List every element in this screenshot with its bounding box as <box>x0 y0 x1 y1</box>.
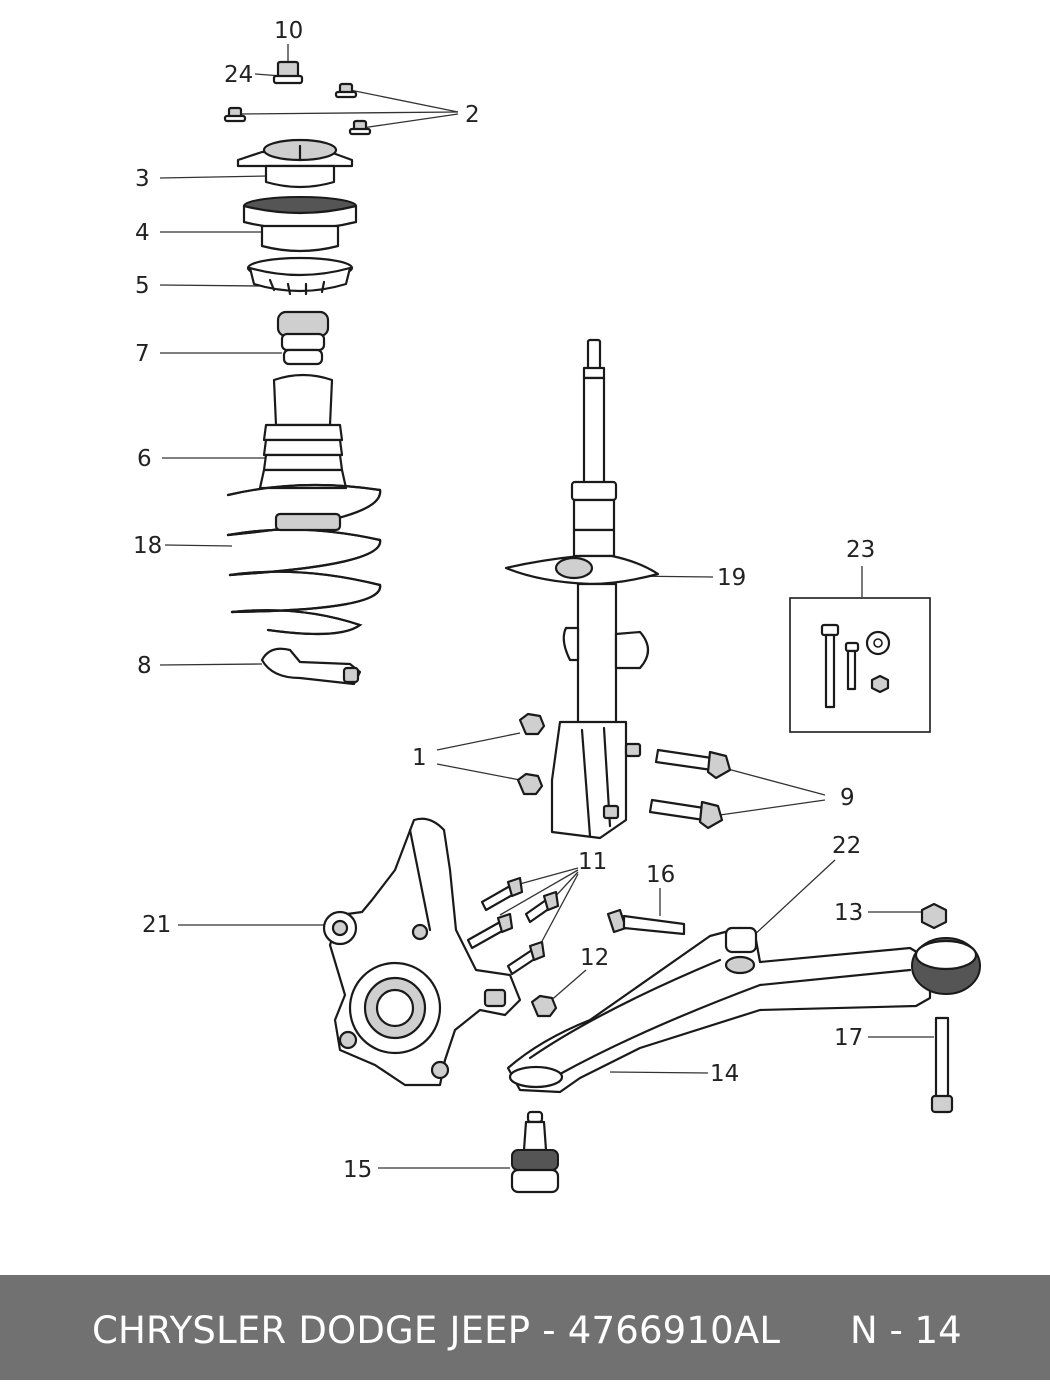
callout-18: 18 <box>133 533 162 559</box>
part-2-nuts <box>223 82 372 136</box>
callout-19: 19 <box>717 565 746 591</box>
callout-4: 4 <box>135 220 150 246</box>
callout-3: 3 <box>135 166 150 192</box>
callout-labels: 10 24 2 3 4 5 7 6 18 8 19 23 1 9 22 11 1… <box>133 18 875 1183</box>
part-13-nut <box>920 902 948 930</box>
callout-8: 8 <box>137 653 152 679</box>
callout-7: 7 <box>135 341 150 367</box>
part-23-hardware-kit <box>789 597 931 733</box>
callout-15: 15 <box>343 1157 372 1183</box>
part-8-lower-isolator <box>260 647 362 686</box>
part-19-strut-assembly <box>504 338 660 840</box>
callout-16: 16 <box>646 862 675 888</box>
footer-bar: CHRYSLER DODGE JEEP - 4766910AL N - 14 <box>0 1275 1050 1380</box>
part-4-spring-seat <box>242 196 358 253</box>
part-17-bolt <box>930 1016 954 1114</box>
part-16-bolt <box>606 908 686 936</box>
part-9-bolts <box>648 748 732 830</box>
callout-23: 23 <box>846 537 875 563</box>
part-5-isolator <box>246 256 354 296</box>
callout-21: 21 <box>142 912 171 938</box>
callout-6: 6 <box>137 446 152 472</box>
part-21-steering-knuckle <box>322 817 522 1087</box>
callout-12: 12 <box>580 945 609 971</box>
callout-2: 2 <box>465 102 480 128</box>
part-24-top-nut <box>272 60 304 85</box>
part-1-nuts <box>516 712 546 796</box>
callout-24: 24 <box>224 62 253 88</box>
callout-9: 9 <box>840 785 855 811</box>
front-suspension-diagram: 10 24 2 3 4 5 7 6 18 8 19 23 1 9 22 11 1… <box>133 18 981 1194</box>
callout-22: 22 <box>832 833 861 859</box>
part-12-nut <box>530 994 558 1018</box>
leader-lines <box>159 44 934 1169</box>
callout-11: 11 <box>578 849 607 875</box>
callout-1: 1 <box>412 745 427 771</box>
callout-17: 17 <box>834 1025 863 1051</box>
part-7-jounce-bumper <box>276 310 330 366</box>
callout-10: 10 <box>274 18 303 44</box>
part-6-dust-boot <box>258 373 348 490</box>
footer-title: CHRYSLER DODGE JEEP - 4766910AL <box>92 1309 781 1352</box>
callout-13: 13 <box>834 900 863 926</box>
part-11-bolts <box>466 876 560 976</box>
part-14-lower-control-arm <box>506 926 981 1094</box>
part-18-coil-spring <box>226 483 382 636</box>
footer-page-number: N - 14 <box>850 1309 962 1352</box>
callout-5: 5 <box>135 273 150 299</box>
callout-14: 14 <box>710 1061 739 1087</box>
part-3-upper-mount <box>236 138 354 189</box>
part-15-ball-joint <box>510 1110 560 1194</box>
